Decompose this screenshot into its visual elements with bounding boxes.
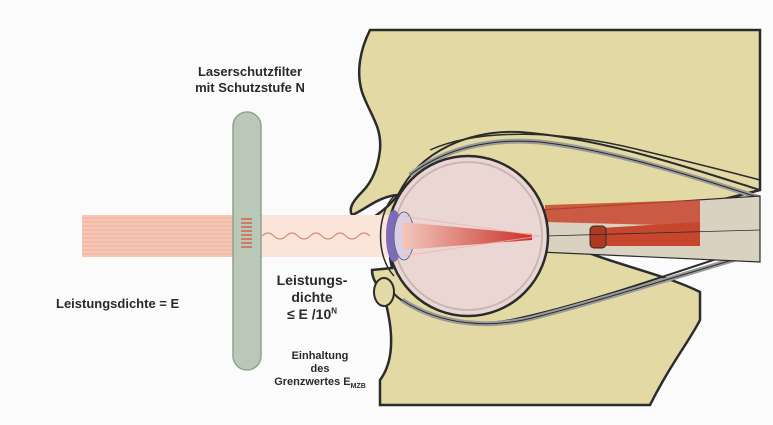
filter-title-line2: mit Schutzstufe N: [150, 80, 350, 96]
power-out-line2: dichte: [262, 289, 362, 306]
power-out-exponent: N: [331, 306, 337, 315]
power-out-formula: ≤ E /10: [287, 306, 331, 322]
limit-line2: des: [270, 363, 370, 376]
limit-line3: Grenzwertes EMZB: [270, 376, 370, 392]
limit-formula: Grenzwertes E: [274, 376, 350, 388]
laser-filter: [233, 112, 261, 370]
lower-lid-fold: [374, 278, 394, 306]
filter-title: Laserschutzfilter mit Schutzstufe N: [150, 64, 350, 95]
optic-nerve-and-muscles: [540, 196, 760, 262]
incoming-power-density-label: Leistungsdichte = E: [56, 296, 179, 312]
power-out-line1: Leistungs-: [262, 272, 362, 289]
limit-subscript: MZB: [351, 384, 366, 391]
power-out-line3: ≤ E /10N: [262, 306, 362, 323]
transmitted-power-density-label: Leistungs- dichte ≤ E /10N: [262, 272, 362, 322]
limit-line1: Einhaltung: [270, 350, 370, 363]
attenuated-beam: [250, 215, 390, 257]
filter-title-line1: Laserschutzfilter: [150, 64, 350, 80]
limit-compliance-label: Einhaltung des Grenzwertes EMZB: [270, 350, 370, 392]
